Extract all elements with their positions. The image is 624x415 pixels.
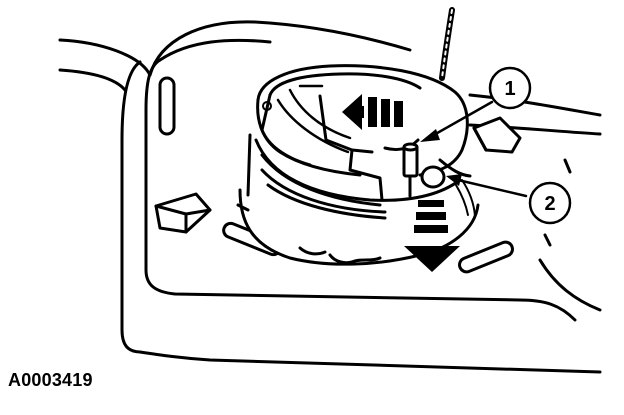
retainer-block <box>154 192 212 234</box>
callout-1-label: 1 <box>504 78 515 100</box>
locking-pin <box>402 142 419 198</box>
lock-ring-assembly <box>236 133 480 266</box>
right-tab <box>472 116 522 154</box>
callout-2-label: 2 <box>544 193 555 215</box>
rotate-left-arrow <box>342 94 403 130</box>
push-down-arrow <box>404 200 460 272</box>
callout-1: 1 <box>488 66 532 110</box>
figure-id-label: A0003419 <box>8 370 93 390</box>
wire-harness <box>439 7 455 81</box>
callout-leaders <box>430 100 528 198</box>
o-ring <box>420 165 446 189</box>
callout-2: 2 <box>528 181 572 225</box>
leader-arrowheads <box>420 129 462 186</box>
